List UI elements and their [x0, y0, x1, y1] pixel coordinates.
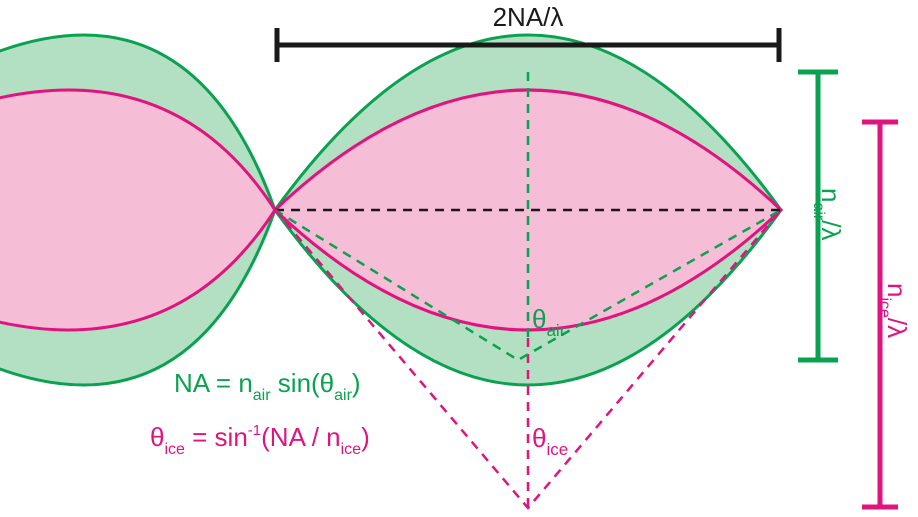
main-pink-lens	[272, 88, 784, 332]
air-cone-dashed	[274, 208, 782, 362]
na-equation: NA = nair sin(θair)	[174, 368, 361, 404]
theta-air-label: θair	[532, 304, 566, 340]
n-ice-height-label: nice/λ	[876, 283, 912, 338]
left-pink-lens	[0, 88, 277, 332]
ice-cone-dashed	[274, 209, 782, 510]
theta-ice-equation: θice = sin-1(NA / nice)	[150, 422, 370, 458]
width-scale-bar	[274, 28, 782, 62]
n-air-height-label: nair/λ	[810, 188, 846, 240]
width-label: 2NA/λ	[493, 2, 564, 32]
theta-ice-label: θice	[532, 423, 568, 459]
air-height-bar	[798, 69, 838, 363]
ice-height-bar	[862, 119, 898, 510]
